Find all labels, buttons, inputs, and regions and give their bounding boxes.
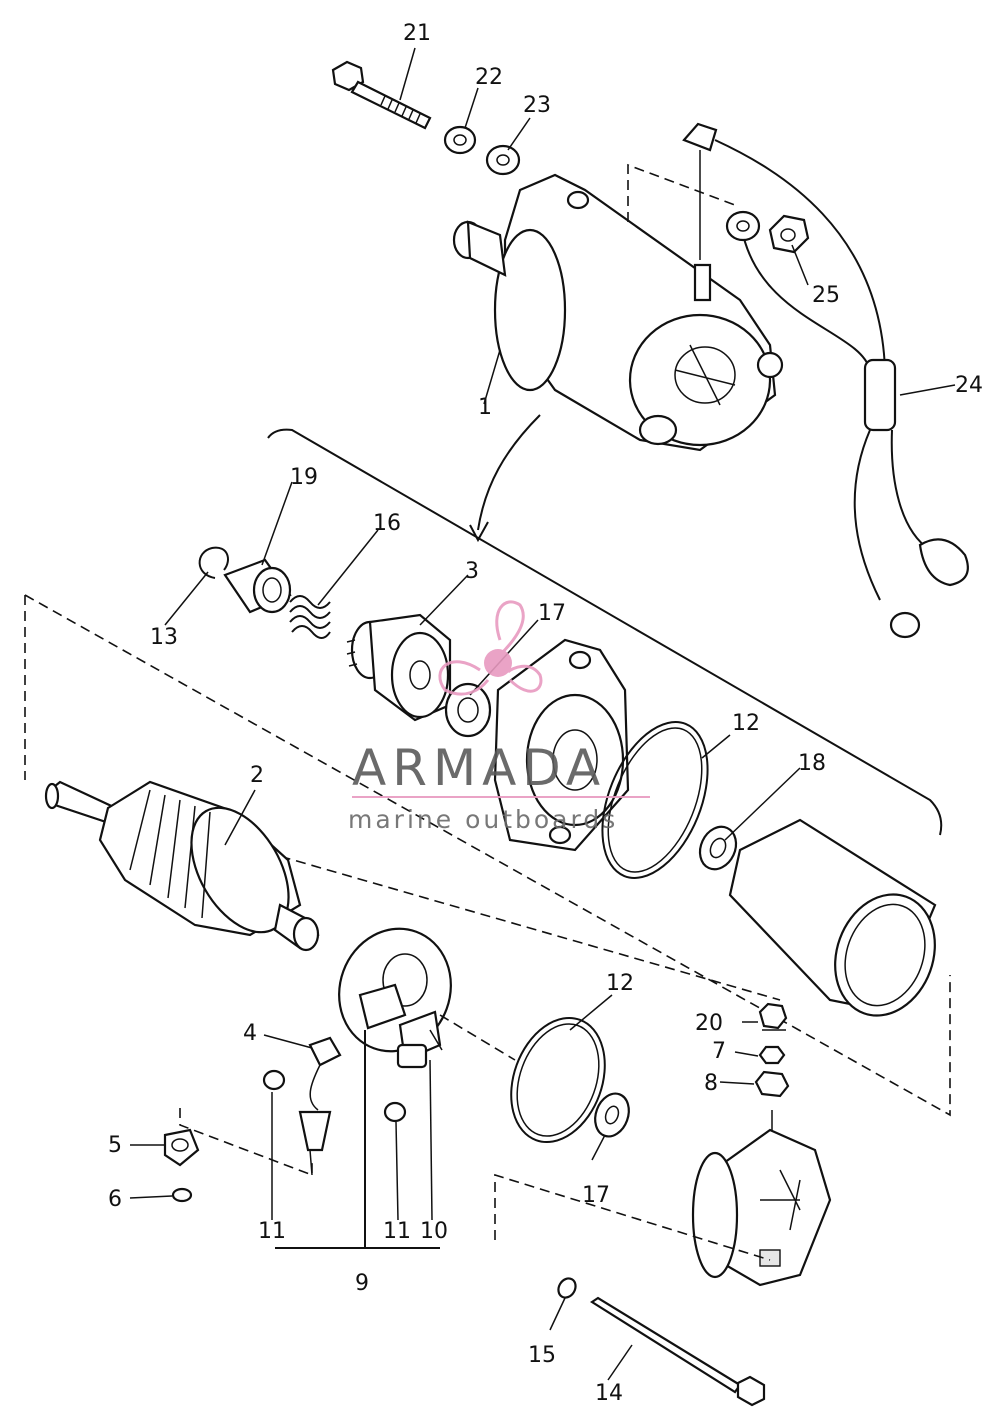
callout-13: 13 bbox=[150, 625, 178, 650]
group-9-bracket bbox=[275, 1030, 440, 1249]
callout-17-lower: 17 bbox=[582, 1183, 610, 1208]
dashed-guide-outer bbox=[24, 594, 951, 1117]
callout-11-right: 11 bbox=[383, 1219, 411, 1244]
starter-motor-assembly bbox=[452, 173, 784, 452]
bracket-arrow-curve bbox=[477, 414, 541, 531]
callout-11-left: 11 bbox=[258, 1219, 286, 1244]
washer-6 bbox=[171, 1187, 193, 1203]
callout-labels: 21 22 23 25 24 1 19 16 3 17 13 12 18 2 2… bbox=[108, 21, 983, 1406]
pinion-clutch-3 bbox=[346, 613, 452, 722]
callout-10: 10 bbox=[420, 1219, 448, 1244]
washer-15 bbox=[557, 1277, 577, 1299]
callout-18: 18 bbox=[798, 751, 826, 776]
callout-17-top: 17 bbox=[538, 601, 566, 626]
callout-6: 6 bbox=[108, 1187, 122, 1212]
washer-17-lower bbox=[594, 1092, 630, 1138]
washer-11-right bbox=[383, 1101, 407, 1123]
nut-25 bbox=[768, 214, 810, 254]
callout-24: 24 bbox=[955, 373, 983, 398]
washer-17-top bbox=[444, 682, 492, 738]
o-ring-12-lower bbox=[510, 1017, 606, 1143]
armature-2 bbox=[44, 780, 320, 952]
callout-4: 4 bbox=[243, 1021, 257, 1046]
dashed-guide-plate bbox=[439, 1014, 516, 1061]
washer-23 bbox=[485, 144, 521, 176]
washer-11-left bbox=[262, 1069, 286, 1091]
circlip-13 bbox=[198, 546, 229, 579]
nut-8 bbox=[754, 1070, 790, 1098]
callout-22: 22 bbox=[475, 65, 503, 90]
armada-watermark: ARMADA marine outboards bbox=[348, 600, 650, 834]
callout-1: 1 bbox=[478, 395, 492, 420]
yoke-housing bbox=[728, 818, 937, 1017]
callout-25: 25 bbox=[812, 283, 840, 308]
watermark-brand: ARMADA bbox=[352, 739, 606, 797]
nut-20 bbox=[758, 1002, 788, 1031]
callout-15: 15 bbox=[528, 1343, 556, 1368]
bracket-arrow-head bbox=[469, 521, 489, 543]
brush-4 bbox=[298, 1036, 342, 1176]
callout-16: 16 bbox=[373, 511, 401, 536]
lead-wire-24 bbox=[682, 122, 969, 639]
watermark-tagline: marine outboards bbox=[348, 805, 618, 834]
callout-8: 8 bbox=[704, 1071, 718, 1096]
bolt-21 bbox=[331, 60, 432, 130]
spring-16 bbox=[289, 595, 331, 639]
dashed-guide-cover bbox=[494, 1173, 771, 1261]
leader-lines bbox=[129, 47, 956, 1381]
callout-12-top: 12 bbox=[732, 711, 760, 736]
dashed-link-terminal bbox=[627, 163, 736, 222]
bracket-line bbox=[267, 428, 943, 836]
callout-21: 21 bbox=[403, 21, 431, 46]
brush-holder-plate bbox=[338, 927, 452, 1069]
callout-3: 3 bbox=[465, 559, 479, 584]
grommet-5 bbox=[163, 1128, 200, 1167]
callout-9: 9 bbox=[355, 1271, 369, 1296]
washer-22 bbox=[443, 125, 477, 155]
o-ring-12-upper bbox=[601, 721, 709, 879]
callout-7: 7 bbox=[712, 1039, 726, 1064]
dashed-guide-brush bbox=[179, 1108, 313, 1177]
callout-23: 23 bbox=[523, 93, 551, 118]
dashed-guide-inner bbox=[49, 789, 781, 1001]
through-bolt-14 bbox=[589, 1296, 766, 1407]
propeller-logo-icon bbox=[438, 600, 543, 696]
callout-20: 20 bbox=[695, 1011, 723, 1036]
callout-12-lower: 12 bbox=[606, 971, 634, 996]
nut-7 bbox=[758, 1045, 786, 1065]
callout-19: 19 bbox=[290, 465, 318, 490]
callout-14: 14 bbox=[595, 1381, 623, 1406]
callout-2: 2 bbox=[250, 763, 264, 788]
rear-end-cover bbox=[691, 1110, 832, 1287]
collar-19 bbox=[223, 558, 292, 614]
callout-5: 5 bbox=[108, 1133, 122, 1158]
